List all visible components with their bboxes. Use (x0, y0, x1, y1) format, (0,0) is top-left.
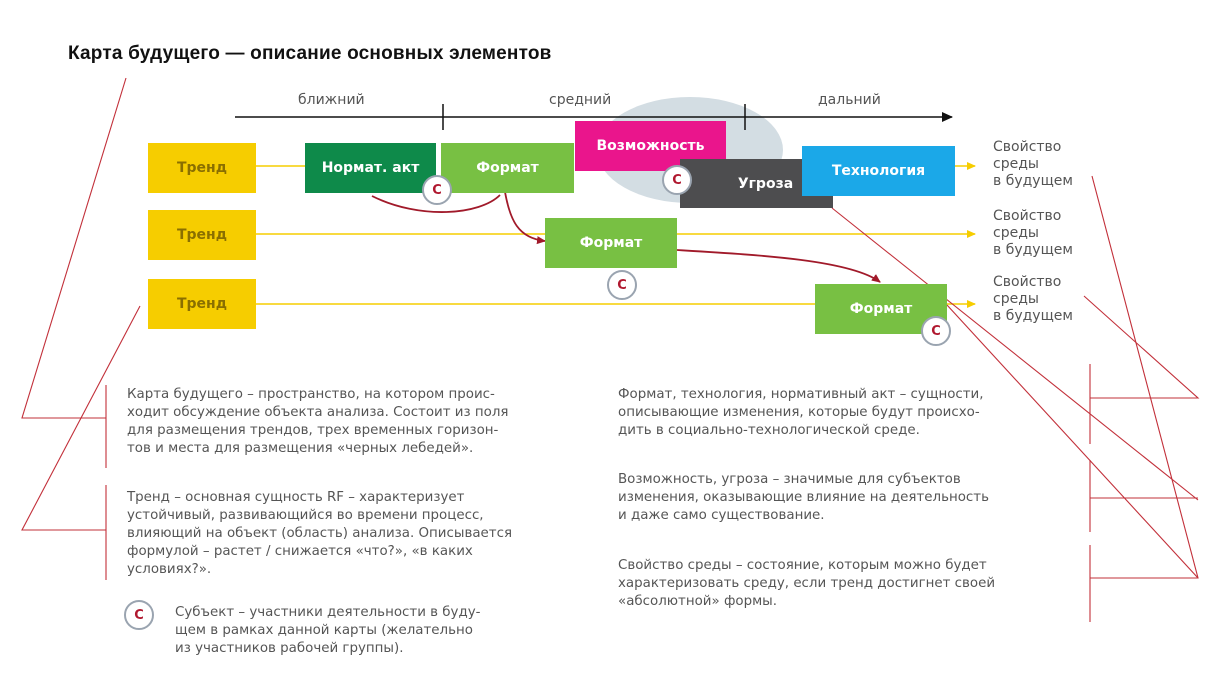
property-definition: Свойство среды – состояние, которым можн… (618, 557, 995, 611)
property-line: Свойство (993, 208, 1062, 224)
text-line: из участников рабочей группы). (175, 641, 404, 656)
subject-legend-marker: С (124, 600, 154, 630)
format-definition: Формат, технология, нормативный акт – су… (618, 386, 984, 440)
horizon-mid: средний (549, 92, 612, 108)
text-line: Субъект – участники деятельности в буду- (175, 605, 481, 620)
text-line: и даже само существование. (618, 508, 825, 523)
text-line: Свойство среды – состояние, которым можн… (618, 558, 987, 573)
annotation-line-format-3 (946, 304, 1199, 579)
annotation-line-title (21, 77, 127, 419)
flow-arrow-2 (676, 249, 881, 283)
trend-box-2: Тренд (148, 210, 256, 260)
text-line: Тренд – основная сущность RF – характери… (127, 490, 465, 505)
subject-marker-3: С (607, 270, 637, 300)
technology-box: Технология (802, 146, 955, 196)
text-line: условиях?». (127, 562, 212, 577)
format-box-2: Формат (545, 218, 677, 268)
text-line: формулой – растет / снижается «что?», «в… (127, 544, 473, 559)
flow-arrow-1 (504, 191, 546, 245)
text-line: влияющий на объект (область) анализа. Оп… (127, 526, 512, 541)
text-line: Карта будущего – пространство, на которо… (127, 387, 495, 402)
annotation-line-property-1 (1090, 175, 1199, 579)
opportunity-definition: Возможность, угроза – значимые для субъе… (618, 471, 989, 525)
text-line: дить в социально-технологической среде. (618, 423, 920, 438)
property-line: в будущем (993, 173, 1073, 189)
horizon-near: ближний (298, 92, 365, 108)
trend-definition: Тренд – основная сущность RF – характери… (127, 489, 512, 579)
property-label-1: Свойство среды в будущем (993, 139, 1073, 190)
normative-act-box: Нормат. акт (305, 143, 436, 193)
property-line: Свойство (993, 274, 1062, 290)
property-label-3: Свойство среды в будущем (993, 274, 1073, 325)
flow-curve-1 (371, 194, 501, 213)
subject-marker-1: С (422, 175, 452, 205)
page-title: Карта будущего — описание основных элеме… (68, 43, 552, 64)
property-line: среды (993, 291, 1039, 307)
property-line: в будущем (993, 242, 1073, 258)
annotation-line-threat (831, 207, 1199, 501)
map-definition: Карта будущего – пространство, на которо… (127, 386, 508, 458)
text-line: «абсолютной» формы. (618, 594, 778, 609)
text-line: ходит обсуждение объекта анализа. Состои… (127, 405, 509, 420)
text-line: изменения, оказывающие влияние на деятел… (618, 490, 989, 505)
trend-box-1: Тренд (148, 143, 256, 193)
text-line: характеризовать среду, если тренд достиг… (618, 576, 996, 591)
property-label-2: Свойство среды в будущем (993, 208, 1073, 259)
text-line: Формат, технология, нормативный акт – су… (618, 387, 984, 402)
subject-marker-2: С (662, 165, 692, 195)
text-line: для размещения трендов, трех временных г… (127, 423, 499, 438)
annotation-line-property-3 (1083, 295, 1200, 399)
property-line: Свойство (993, 139, 1062, 155)
text-line: тов и места для размещения «черных лебед… (127, 441, 474, 456)
property-line: среды (993, 225, 1039, 241)
subject-definition: Субъект – участники деятельности в буду-… (175, 604, 481, 658)
property-line: в будущем (993, 308, 1073, 324)
text-line: описывающие изменения, которые будут про… (618, 405, 980, 420)
horizon-far: дальний (818, 92, 881, 108)
property-line: среды (993, 156, 1039, 172)
text-line: устойчивый, развивающийся во времени про… (127, 508, 484, 523)
text-line: Возможность, угроза – значимые для субъе… (618, 472, 961, 487)
format-box-1: Формат (441, 143, 574, 193)
annotation-line-trend (21, 305, 141, 531)
text-line: щем в рамках данной карты (желательно (175, 623, 473, 638)
subject-marker-4: С (921, 316, 951, 346)
trend-box-3: Тренд (148, 279, 256, 329)
